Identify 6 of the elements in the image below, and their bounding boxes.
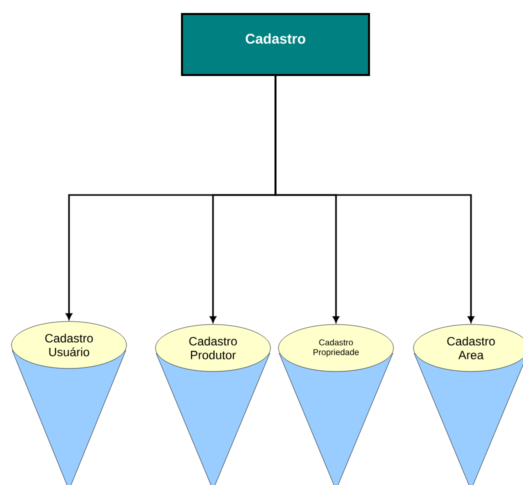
node-label: Cadastro — [319, 339, 353, 346]
title-box: Cadastro — [181, 13, 370, 76]
node-label: Cadastro — [447, 336, 495, 346]
connector-arrow — [274, 76, 474, 323]
node-label: Cadastro — [45, 334, 93, 342]
node-label: Cadastro — [189, 336, 237, 346]
